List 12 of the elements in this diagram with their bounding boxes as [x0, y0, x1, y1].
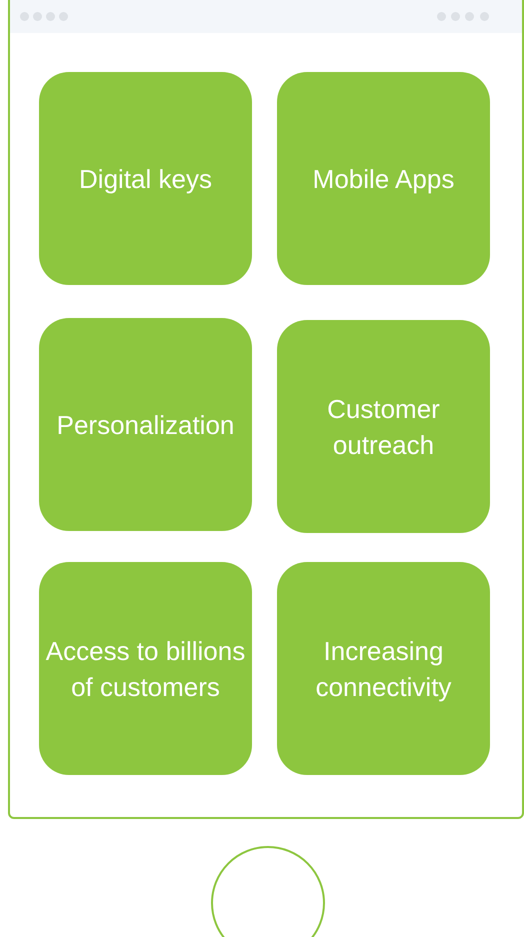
tile-label: Personalization — [56, 408, 234, 442]
tile-label: Access to billions of customers — [44, 634, 246, 704]
feature-tile — [39, 72, 252, 285]
tile-label: Increasing connectivity — [314, 634, 452, 704]
tile-label: Mobile Apps — [312, 162, 454, 196]
feature-tile — [277, 72, 490, 285]
tile-label: Customer outreach — [326, 392, 441, 462]
feature-tile — [277, 562, 490, 775]
tile-label: Digital keys — [79, 162, 212, 196]
feature-tile — [39, 318, 252, 531]
feature-tile — [277, 320, 490, 533]
feature-tile — [39, 562, 252, 775]
